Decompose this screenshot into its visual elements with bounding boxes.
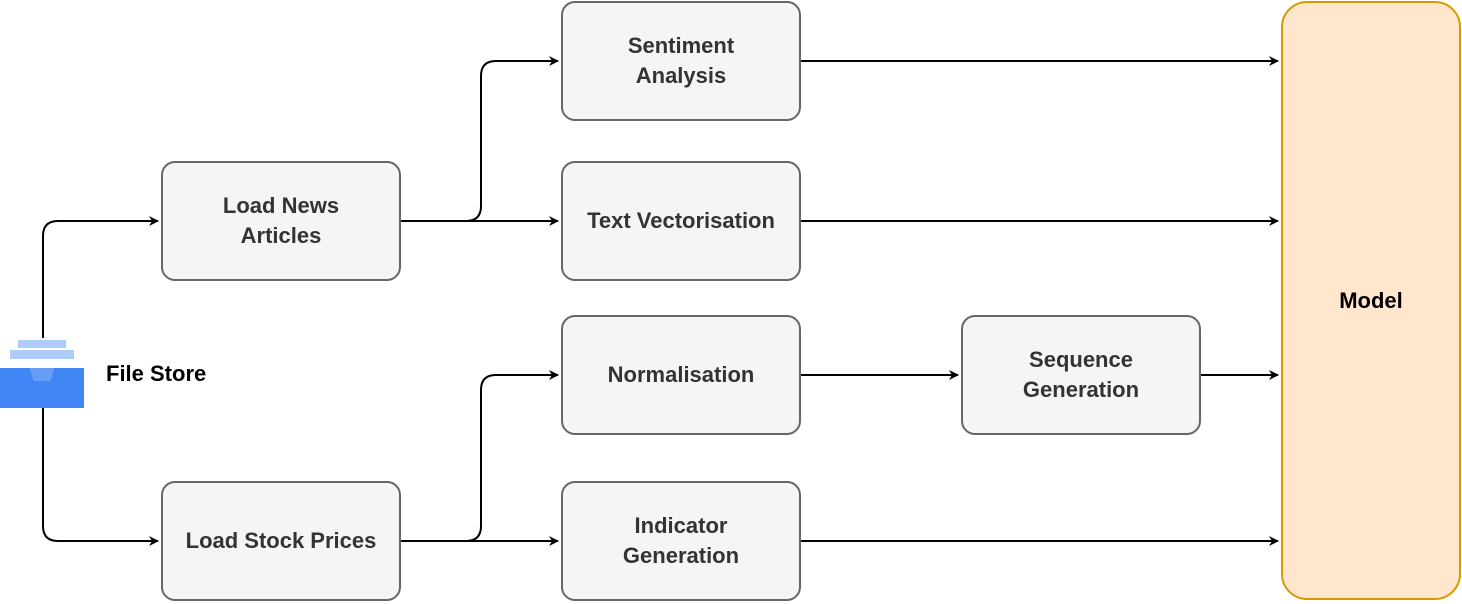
load-news-articles-label: Load News Articles: [222, 193, 340, 248]
edge-load-news-to-sentiment: [401, 56, 559, 222]
file-store-icon: [0, 340, 84, 408]
indicator-generation-label: Indicator Generation: [622, 513, 740, 568]
normalisation-node[interactable]: Normalisation: [561, 315, 801, 435]
sentiment-analysis-label: Sentiment Analysis: [627, 33, 735, 88]
model-node[interactable]: Model: [1281, 1, 1461, 600]
sequence-generation-node[interactable]: Sequence Generation: [961, 315, 1201, 435]
model-label: Model: [1339, 287, 1403, 313]
file-store-label: File Store: [106, 361, 207, 386]
sequence-generation-label: Sequence Generation: [1022, 347, 1140, 402]
edge-file-store-to-load-news: [42, 216, 159, 338]
load-stock-prices-label: Load Stock Prices: [185, 528, 377, 553]
file-store-icon-box: [0, 368, 84, 408]
edge-load-stock-to-normalisation: [401, 370, 559, 542]
file-store-icon-top-tray: [18, 340, 66, 348]
sentiment-analysis-node[interactable]: Sentiment Analysis: [561, 1, 801, 121]
file-store-icon-middle-tray: [10, 350, 74, 359]
file-store-icon-opening: [30, 368, 54, 381]
normalisation-label: Normalisation: [607, 362, 755, 387]
edge-file-store-to-load-stock: [42, 408, 159, 546]
indicator-generation-node[interactable]: Indicator Generation: [561, 481, 801, 601]
text-vectorisation-node[interactable]: Text Vectorisation: [561, 161, 801, 281]
load-stock-prices-node[interactable]: Load Stock Prices: [161, 481, 401, 601]
load-news-articles-node[interactable]: Load News Articles: [161, 161, 401, 281]
text-vectorisation-label: Text Vectorisation: [587, 208, 775, 233]
